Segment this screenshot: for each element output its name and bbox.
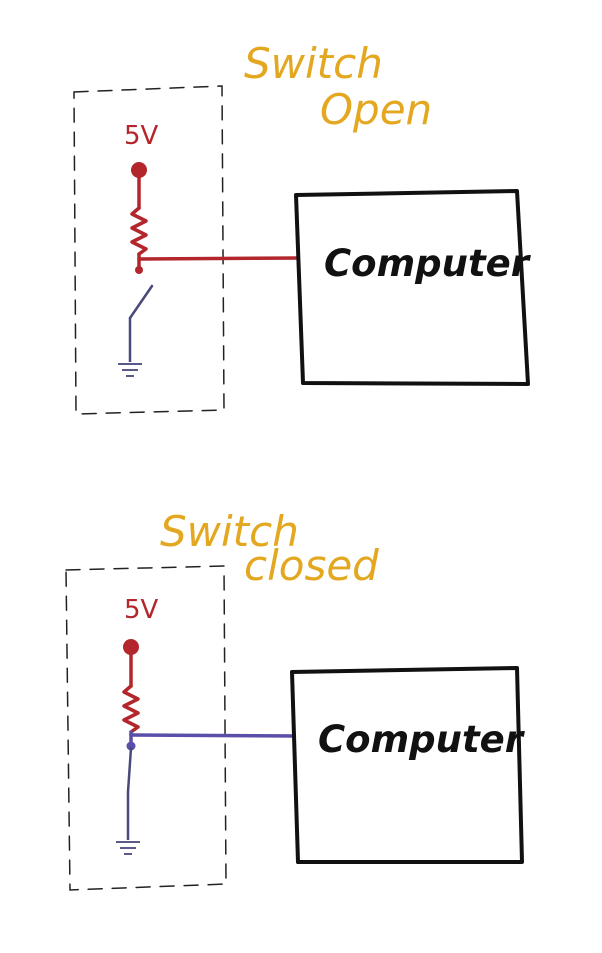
pullup-resistor-closed	[122, 684, 140, 734]
ground-icon-open	[118, 363, 142, 377]
computer-label-open: Computer	[324, 242, 532, 285]
title-switch-closed-line2: closed	[244, 541, 379, 590]
panel-switch-open: Switch Open 5V Computer	[73, 39, 532, 415]
title-switch-open-line2: Open	[320, 85, 432, 134]
signal-wire-open	[137, 256, 302, 261]
supply-terminal-open	[131, 162, 147, 178]
voltage-label-open: 5V	[124, 121, 159, 151]
junction-node-open	[135, 266, 143, 274]
computer-label-closed: Computer	[318, 718, 526, 761]
title-switch-open-line1: Switch	[244, 39, 383, 88]
voltage-label-closed: 5V	[124, 595, 159, 625]
ground-icon-closed	[116, 841, 140, 855]
junction-node-closed	[126, 741, 136, 751]
title-switch-closed-line1: Switch	[160, 507, 299, 556]
pullup-resistor-open	[130, 206, 148, 256]
computer-box-open	[294, 189, 530, 386]
switch-lever-closed	[126, 746, 133, 794]
dashed-enclosure-closed	[65, 565, 227, 891]
panel-switch-closed: Switch closed 5V Computer	[65, 507, 526, 891]
dashed-enclosure-open	[73, 85, 225, 415]
supply-terminal-closed	[123, 639, 139, 655]
computer-box-closed	[290, 666, 524, 864]
switch-lever-open	[128, 284, 154, 320]
signal-wire-closed	[129, 733, 298, 738]
